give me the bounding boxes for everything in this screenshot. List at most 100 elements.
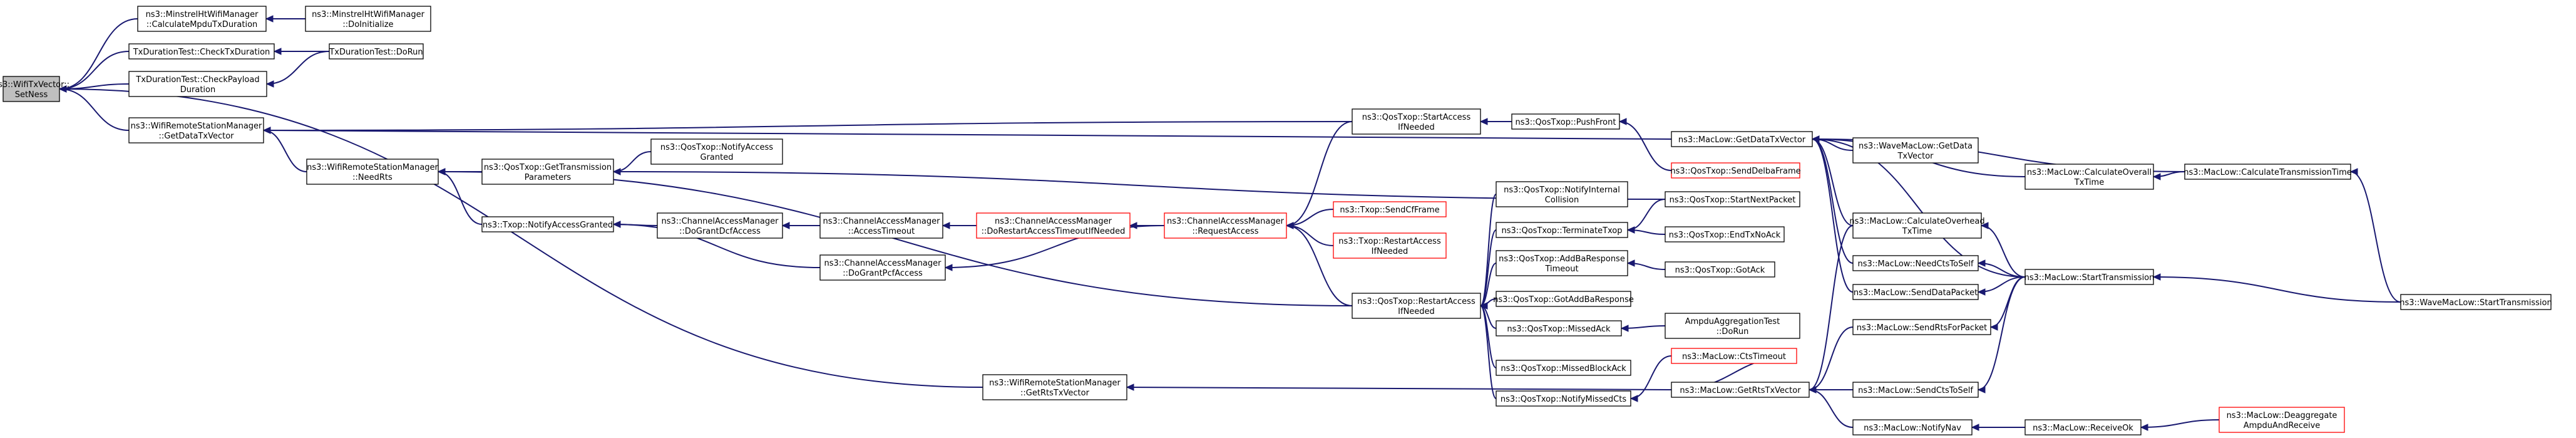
node-label: ns3::QosTxop::NotifyMissedCts: [1501, 395, 1626, 404]
node-box: [2219, 407, 2345, 433]
node-box: [976, 212, 1131, 239]
edge-arrowhead: [1980, 222, 1989, 229]
graph-node-n15[interactable]: ns3::ChannelAccessManager::RequestAccess: [1164, 212, 1287, 239]
node-label: ns3::Txop::RestartAccess: [1338, 237, 1441, 246]
graph-node-n10[interactable]: ns3::Txop::NotifyAccessGranted: [481, 216, 614, 232]
graph-node-n48[interactable]: ns3::MacLow::ReceiveOk: [2024, 419, 2142, 435]
graph-edge: [1480, 194, 1497, 306]
node-box: [2184, 164, 2351, 180]
node-label: ns3::ChannelAccessManager: [824, 259, 942, 268]
graph-node-n11[interactable]: ns3::ChannelAccessManager::DoGrantDcfAcc…: [657, 212, 783, 239]
graph-node-n36[interactable]: ns3::MacLow::GetDataTxVector: [1671, 131, 1813, 147]
graph-node-n13[interactable]: ns3::ChannelAccessManager::DoRestartAcce…: [976, 212, 1131, 239]
graph-node-n45[interactable]: ns3::MacLow::SendRtsForPacket: [1852, 319, 1991, 335]
edge-arrowhead: [1808, 386, 1817, 394]
graph-node-n37[interactable]: ns3::WaveMacLow::GetDataTxVector: [1852, 137, 1979, 164]
node-label: ns3::QosTxop::GotAck: [1675, 266, 1765, 275]
graph-edge: [1630, 355, 1672, 399]
graph-node-n19[interactable]: ns3::QosTxop::PushFront: [1511, 113, 1620, 130]
node-label: ::DoRestartAccessTimeoutIfNeeded: [982, 227, 1126, 236]
node-label: ns3::QosTxop::RestartAccess: [1357, 297, 1475, 306]
node-label: Duration: [180, 85, 215, 95]
node-label: ns3::QosTxop::StartAccess: [1362, 113, 1471, 122]
graph-node-n2[interactable]: ns3::MinstrelHtWifiManager::DoInitialize: [305, 6, 431, 32]
graph-node-n16[interactable]: ns3::Txop::SendCfFrame: [1333, 201, 1447, 217]
graph-node-n32[interactable]: ns3::QosTxop::NotifyMissedCts: [1496, 390, 1631, 407]
node-label: TxTime: [1902, 227, 1932, 236]
node-label: IfNeeded: [1372, 247, 1409, 256]
graph-node-n47[interactable]: ns3::MacLow::NotifyNav: [1852, 419, 1973, 435]
graph-node-n0[interactable]: ns3::WifiTxVector::SetNess: [0, 76, 69, 102]
graph-node-n29[interactable]: ns3::QosTxop::MissedAck: [1496, 320, 1622, 336]
node-label: ::AccessTimeout: [848, 227, 915, 236]
graph-node-n41[interactable]: ns3::MacLow::NeedCtsToSelf: [1852, 255, 1979, 271]
edge-arrowhead: [1479, 118, 1488, 125]
graph-edge: [1990, 276, 2026, 328]
node-label: ns3::ChannelAccessManager: [1167, 217, 1285, 226]
node-box: [2400, 294, 2552, 310]
graph-node-n23[interactable]: ns3::QosTxop::TerminateTxop: [1496, 222, 1628, 238]
node-label: Granted: [700, 153, 734, 162]
graph-node-n7[interactable]: ns3::WifiRemoteStationManager::NeedRts: [306, 159, 439, 185]
node-label: ::NeedRts: [352, 173, 393, 182]
graph-node-n27[interactable]: ns3::QosTxop::GotAck: [1665, 261, 1775, 278]
graph-node-n14[interactable]: ns3::ChannelAccessManager::DoGrantPcfAcc…: [819, 254, 946, 281]
graph-node-n30[interactable]: AmpduAggregationTest::DoRun: [1665, 313, 1800, 339]
edge-arrowhead: [1618, 118, 1627, 125]
graph-node-n42[interactable]: ns3::MacLow::SendDataPacket: [1852, 284, 1979, 300]
node-label: TxDurationTest::DoRun: [329, 48, 423, 57]
graph-node-n46[interactable]: ns3::MacLow::SendCtsToSelf: [1852, 382, 1979, 398]
graph-node-n35[interactable]: ns3::WifiRemoteStationManager::GetRtsTxV…: [982, 374, 1127, 400]
graph-node-n1[interactable]: ns3::MinstrelHtWifiManager::CalculateMpd…: [137, 6, 267, 32]
graph-node-n20[interactable]: ns3::QosTxop::SendDelbaFrame: [1670, 162, 1801, 179]
graph-node-n3[interactable]: TxDurationTest::CheckTxDuration: [128, 43, 275, 60]
graph-node-n25[interactable]: ns3::QosTxop::EndTxNoAck: [1665, 226, 1785, 242]
node-label: ::DoInitialize: [342, 20, 393, 29]
edge-arrowhead: [1126, 383, 1134, 391]
edge-arrowhead: [437, 168, 446, 175]
graph-edge: [266, 51, 330, 85]
graph-node-n24[interactable]: ns3::QosTxop::StartNextPacket: [1665, 191, 1800, 207]
node-label: AmpduAggregationTest: [1685, 317, 1780, 326]
graph-node-n43[interactable]: ns3::MacLow::StartTransmission: [2024, 269, 2155, 285]
graph-node-n4[interactable]: TxDurationTest::DoRun: [329, 43, 424, 60]
graph-node-n44[interactable]: ns3::WaveMacLow::StartTransmission: [2399, 294, 2552, 310]
graph-node-n28[interactable]: ns3::QosTxop::GotAddBaResponse: [1493, 291, 1634, 307]
node-box: [1671, 348, 1797, 364]
graph-node-n9[interactable]: ns3::QosTxop::NotifyAccessGranted: [650, 138, 783, 165]
graph-edge: [59, 88, 983, 388]
graph-edge: [613, 224, 821, 268]
graph-edge: [438, 171, 483, 225]
node-label: ns3::QosTxop::StartNextPacket: [1670, 196, 1796, 205]
node-label: ns3::QosTxop::MissedAck: [1507, 325, 1611, 334]
edge-arrowhead: [781, 222, 790, 229]
edge-arrowhead: [1626, 226, 1635, 234]
node-label: TxVector: [1897, 152, 1934, 161]
graph-node-n34[interactable]: ns3::MacLow::GetRtsTxVector: [1671, 382, 1810, 398]
node-box: [128, 43, 275, 60]
graph-node-n31[interactable]: ns3::QosTxop::MissedBlockAck: [1496, 360, 1631, 376]
graph-node-n33[interactable]: ns3::MacLow::CtsTimeout: [1671, 348, 1797, 364]
node-box: [137, 6, 267, 32]
node-label: ns3::MacLow::CtsTimeout: [1682, 352, 1786, 362]
graph-node-n12[interactable]: ns3::ChannelAccessManager::AccessTimeout: [819, 212, 943, 239]
graph-node-n39[interactable]: ns3::MacLow::CalculateTransmissionTime: [2183, 164, 2352, 180]
graph-node-n6[interactable]: ns3::WifiRemoteStationManager::GetDataTx…: [128, 117, 264, 143]
graph-edge: [2140, 419, 2220, 428]
node-label: ns3::QosTxop::PushFront: [1516, 118, 1616, 127]
node-label: TxTime: [2074, 178, 2104, 187]
edge-arrowhead: [2349, 168, 2358, 175]
node-label: ns3::MacLow::GetRtsTxVector: [1680, 386, 1801, 395]
graph-edge: [1812, 138, 2026, 278]
